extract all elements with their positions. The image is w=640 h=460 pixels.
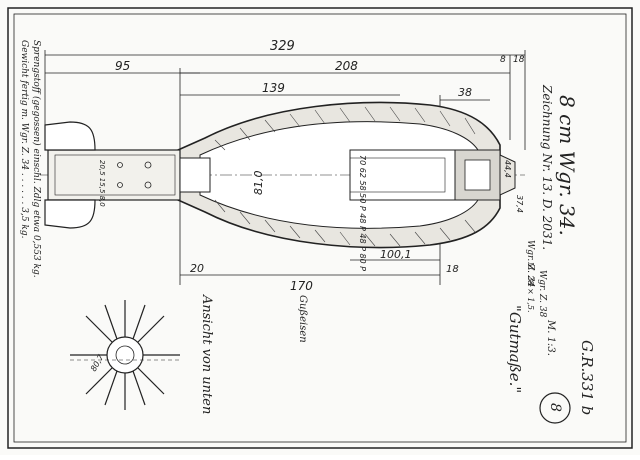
dim-18b: 18 bbox=[446, 264, 459, 275]
dim-170: 170 bbox=[290, 279, 313, 293]
drawing-frame bbox=[7, 7, 633, 449]
sheet-reference: G.R.331 b bbox=[578, 340, 596, 415]
dim-tail: 95 bbox=[115, 59, 130, 73]
bomb-body bbox=[40, 101, 525, 249]
dim-8: 8 bbox=[500, 55, 506, 65]
dim-44: 44,4 bbox=[503, 160, 512, 178]
bottom-view bbox=[70, 300, 180, 410]
fuze-label-34: Wgr. Z. 34 bbox=[525, 240, 535, 288]
sheet-number: 8 bbox=[547, 403, 563, 412]
tail-fins bbox=[44, 121, 96, 229]
drawing-scale: M. 1:3. bbox=[545, 319, 556, 356]
inner-frame bbox=[13, 13, 627, 443]
dim-18: 18 bbox=[513, 55, 525, 65]
sheet-number-circle bbox=[539, 392, 571, 424]
burster-tube bbox=[349, 149, 456, 201]
drawing-number: Zeichnung Nr. 13. D. 2031. bbox=[540, 84, 554, 250]
dim-100-1: 100,1 bbox=[380, 248, 412, 261]
bottom-view-label: Ansicht von unten bbox=[199, 294, 214, 414]
dim-tail-ids: 20,5 15,5 8,0 bbox=[98, 160, 106, 207]
dim-20: 20 bbox=[190, 262, 204, 275]
fuze bbox=[454, 149, 516, 201]
drawing-title: 8 cm Wgr. 34. bbox=[555, 95, 579, 236]
material-label: Gußeisen bbox=[297, 295, 308, 343]
fuze-label-38: Wgr. Z. 38 bbox=[537, 270, 547, 318]
dim-139: 139 bbox=[262, 81, 285, 95]
thread-label: M. 28 × 1,5. bbox=[526, 261, 535, 313]
charge-line: Sprengstoff (gegossen) einschl. Zdlg etw… bbox=[31, 40, 42, 278]
tail-boom bbox=[47, 149, 211, 201]
weight-line: Gewicht fertig m. Wgr. Z. 34 . . . . . .… bbox=[19, 40, 29, 239]
dim-diameter: 81,0 bbox=[252, 171, 265, 196]
dim-overall: 329 bbox=[270, 39, 295, 54]
dim-374: 37,4 bbox=[515, 195, 524, 213]
dim-body: 208 bbox=[335, 59, 358, 73]
dim-burster: 70 62 58 50 P 48 P 48 P 80 P bbox=[358, 155, 367, 271]
drawing-subtitle: "Gutmaße." bbox=[506, 305, 524, 393]
dim-38: 38 bbox=[458, 86, 472, 99]
